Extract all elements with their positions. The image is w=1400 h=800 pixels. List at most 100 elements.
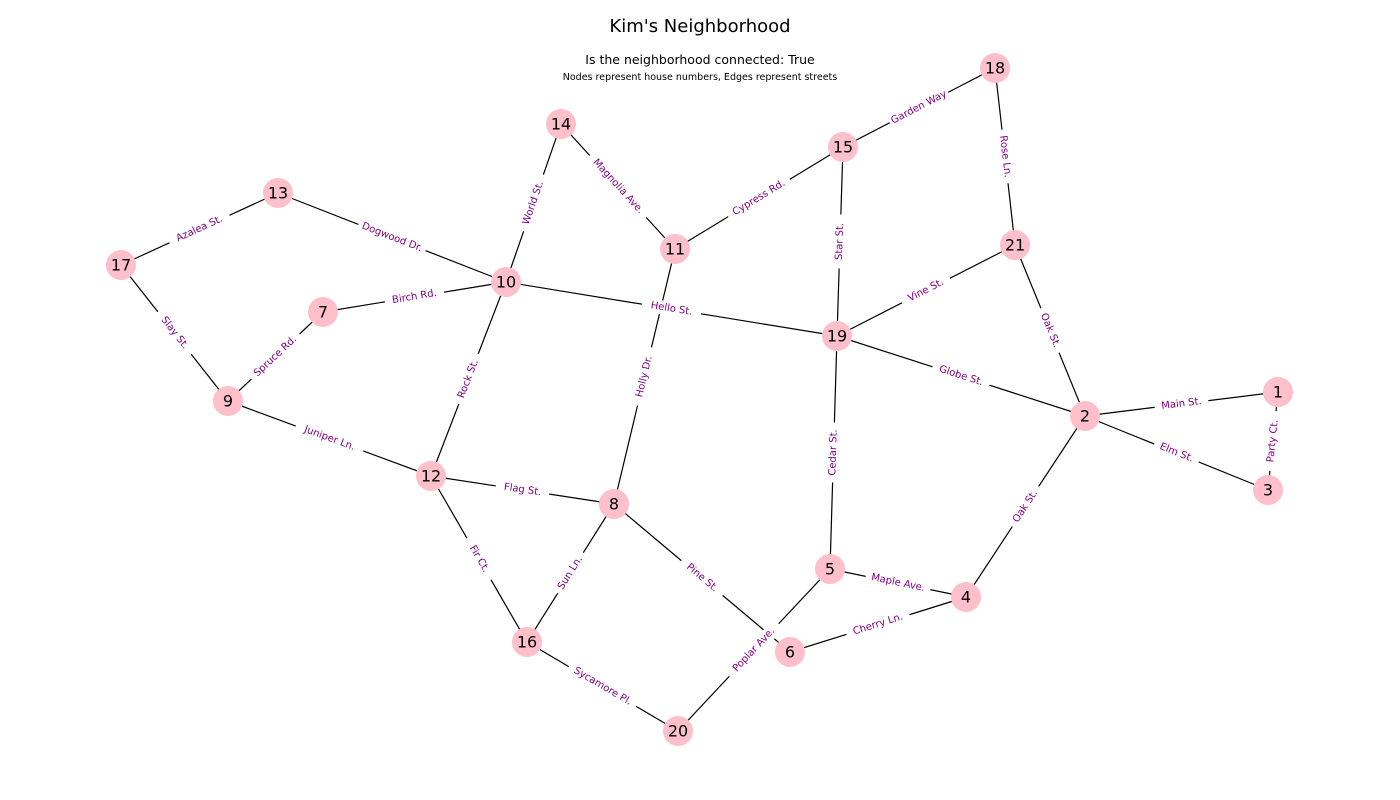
house-node-4: 4 (951, 582, 981, 612)
house-number-label: 21 (1005, 236, 1025, 255)
edge-label-slay-st: Slay St. (158, 315, 190, 352)
edge-label-maple-ave: Maple Ave. (870, 572, 926, 594)
edge-label-background (640, 297, 703, 321)
house-node-2: 2 (1070, 401, 1100, 431)
edge-label-azalea-st: Azalea St. (175, 214, 225, 245)
house-number-label: 5 (825, 560, 835, 579)
edge-label-background (584, 150, 652, 223)
edge-label-group-azalea-st: Azalea St. (166, 208, 233, 250)
edge-label-group-globe-st: Globe St. (930, 360, 992, 392)
edge-label-group-flag-st: Flag St. (494, 478, 551, 502)
edge-label-group-rock-st: Rock St. (452, 351, 485, 407)
edge-label-background (460, 534, 498, 584)
edge-label-cedar-st: Cedar St. (827, 429, 839, 476)
edge-label-group-hello-st: Hello St. (640, 297, 703, 321)
edge-label-group-poplar-ave: Poplar Ave. (724, 618, 784, 682)
edge-label-background (930, 360, 992, 392)
edge-label-group-cypress-rd: Cypress Rd. (724, 173, 794, 223)
house-number-label: 19 (827, 327, 847, 346)
edge-label-background (724, 618, 784, 682)
edge-label-group-vine-st: Vine St. (898, 271, 954, 310)
edge-label-group-oak-st: Oak St. (1006, 482, 1045, 531)
edge-label-group-elm-st: Elm St. (1151, 437, 1202, 469)
house-number-label: 17 (111, 256, 131, 275)
edge-label-group-fir-ct: Fir Ct. (460, 534, 498, 584)
edge-label-group-holly-dr: Holly Dr. (630, 345, 659, 408)
house-node-21: 21 (1000, 230, 1030, 260)
house-node-20: 20 (663, 716, 693, 746)
house-number-label: 11 (665, 240, 685, 259)
house-node-6: 6 (775, 637, 805, 667)
edge-label-background (864, 569, 932, 597)
house-node-13: 13 (263, 178, 293, 208)
house-number-label: 1 (1273, 383, 1283, 402)
edge-label-group-maple-ave: Maple Ave. (864, 569, 932, 597)
edge-label-background (825, 422, 842, 483)
house-node-circle (512, 627, 542, 657)
house-number-label: 15 (833, 138, 853, 157)
house-number-label: 2 (1080, 407, 1090, 426)
edge-label-group-dogwood-dr: Dogwood Dr. (355, 217, 429, 258)
edge-label-sycamore-pl: Sycamore Pl. (572, 665, 634, 707)
edge-label-group-birch-rd: Birch Rd. (383, 285, 446, 309)
house-number-label: 9 (223, 392, 233, 411)
edge-label-group-magnolia-ave: Magnolia Ave. (584, 150, 652, 223)
edge-label-cherry-ln: Cherry Ln. (852, 612, 905, 638)
connectivity-status: Is the neighborhood connected: True (585, 52, 815, 67)
house-node-circle (308, 297, 338, 327)
edge-label-garden-way: Garden Way (889, 88, 948, 126)
house-node-circle (1263, 377, 1293, 407)
edge-label-group-pine-st: Pine St. (676, 555, 728, 601)
house-number-label: 20 (668, 722, 688, 741)
edge-label-world-st: World St. (521, 180, 546, 226)
house-node-circle (775, 637, 805, 667)
edge-label-group-cedar-st: Cedar St. (825, 422, 842, 483)
house-node-9: 9 (213, 386, 243, 416)
house-node-circle (660, 234, 690, 264)
edge-label-spruce-rd: Spruce Rd. (252, 334, 299, 379)
edge-label-rose-ln: Rose Ln. (997, 135, 1013, 178)
house-number-label: 18 (985, 59, 1005, 78)
edge-label-background (355, 217, 429, 258)
edge-label-background (1151, 437, 1202, 469)
edge-label-cypress-rd: Cypress Rd. (731, 178, 787, 218)
house-node-circle (416, 461, 446, 491)
edge-label-group-cherry-ln: Cherry Ln. (844, 607, 912, 642)
house-node-8: 8 (599, 489, 629, 519)
house-node-19: 19 (822, 321, 852, 351)
house-node-12: 12 (416, 461, 446, 491)
graph-caption: Nodes represent house numbers, Edges rep… (563, 72, 838, 83)
house-node-circle (263, 178, 293, 208)
edge-label-background (676, 555, 728, 601)
edge-label-background (246, 328, 305, 385)
edge-label-group-garden-way: Garden Way (886, 86, 952, 129)
edge-label-fir-ct: Fir Ct. (467, 544, 491, 575)
edge-label-group-rose-ln: Rose Ln. (995, 128, 1015, 185)
edge-label-background (383, 285, 446, 309)
house-number-label: 10 (496, 273, 516, 292)
house-node-10: 10 (491, 267, 521, 297)
house-node-18: 18 (980, 53, 1010, 83)
house-node-circle (1070, 401, 1100, 431)
edge-label-background (293, 419, 366, 458)
edge-label-background (886, 86, 952, 129)
edge-label-background (844, 607, 912, 642)
edge-label-background (494, 478, 551, 502)
house-number-label: 6 (785, 643, 795, 662)
edge-label-background (517, 172, 550, 234)
edge-label-oak-st: Oak St. (1038, 312, 1062, 350)
house-number-label: 14 (551, 115, 571, 134)
edge-label-main-st: Main St. (1161, 396, 1203, 412)
house-node-circle (980, 53, 1010, 83)
edges-layer (120, 67, 1279, 732)
edge-label-background (832, 214, 848, 269)
edge-label-group-sun-ln: Sun Ln. (551, 548, 590, 598)
edge-label-pine-st: Pine St. (684, 562, 720, 595)
house-number-label: 8 (609, 495, 619, 514)
house-node-circle (663, 716, 693, 746)
edge-label-oak-st: Oak St. (1011, 488, 1040, 524)
house-node-circle (828, 132, 858, 162)
house-node-16: 16 (512, 627, 542, 657)
